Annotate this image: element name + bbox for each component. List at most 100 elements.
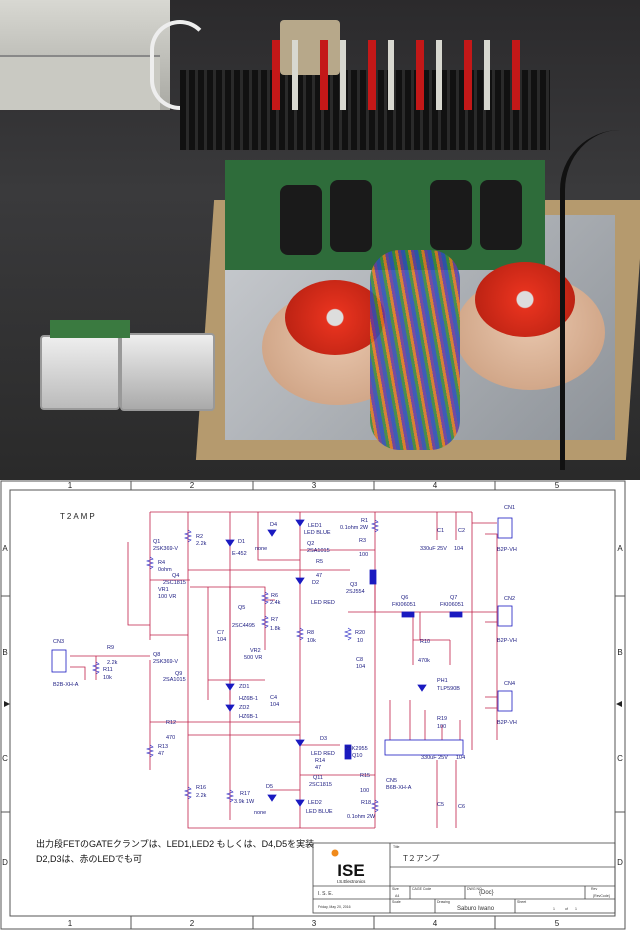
component-value: E-452 [232,551,247,557]
row-label: D [2,858,8,867]
binding-posts [250,40,520,110]
column-label: 2 [190,481,195,490]
component-ref: D5 [266,784,273,790]
design-note: D2,D3は、赤のLEDでも可 [36,854,142,864]
component-value: 104 [217,637,226,643]
component-value: 2SK2955 [345,746,368,752]
component-ref: Q1 [153,539,160,545]
component-value: 2SC1815 [309,782,332,788]
component-value: 2.4k [270,600,281,606]
component-value: 47 [316,573,322,579]
component-value: 2SJ554 [346,589,365,595]
component-value: 47 [158,751,164,757]
row-label: B [2,648,7,657]
inner-frame [9,489,616,917]
component-value: 10k [307,638,316,644]
component-value: 330uF 25V [420,546,447,552]
component-value: LED BLUE [304,530,331,536]
component-ref: C6 [458,804,465,810]
component-value: B2P-VH [497,547,517,553]
component-value: 0.1ohm 2W [347,814,376,820]
sheet-size: A4 [395,894,399,898]
component-ref: VR2 [250,648,261,654]
component-ref: C4 [270,695,277,701]
component-ref: R2 [196,534,203,540]
outer-frame [0,480,626,930]
component-ref: R17 [240,791,250,797]
component-ref: CN5 [386,778,397,784]
component-ref: R14 [315,758,325,764]
component-ref: Q2 [307,541,314,547]
panel-meter-left [40,335,120,410]
ise-logo-subtitle: I.S.Electronics [337,879,367,884]
component-ref: Q10 [352,753,362,759]
schematic-drawing: 1 2 3 4 5 1 2 3 4 5 A B C D A B C D T2AM… [0,480,626,930]
component-ref: R5 [316,559,323,565]
component-value: LED BLUE [306,809,333,815]
component-ref: Q3 [350,582,357,588]
component-value: 2SA1015 [163,677,186,683]
column-label: 4 [433,919,438,928]
column-labels: 1 2 3 4 5 1 2 3 4 5 A B C D A B C D [2,481,623,928]
schematic-heading: T2AMP [60,512,97,521]
component-ref: Q5 [238,605,245,611]
sheet-of-label: of [565,907,568,911]
rev-label: Rev [591,887,597,891]
capacitor [280,185,322,255]
ise-logo: ISE [337,861,364,880]
component-value: 2SA1015 [307,548,330,554]
design-note: 出力段FETのGATEクランプは、LED1,LED2 もしくは、D4,D5を実装 [36,838,314,849]
drawing-date: Friday, May 20, 2016 [318,905,351,909]
component-value: FKI06051 [392,602,416,608]
component-value: 500 VR [244,655,262,661]
component-ref: Q7 [450,595,457,601]
capacitor [430,180,472,250]
revision-code: {RevCode} [593,894,611,898]
component-ref: Q9 [175,671,182,677]
component-value: 104 [270,702,279,708]
meter-pcb [50,320,130,338]
component-ref: R19 [437,716,447,722]
component-ref: CN2 [504,596,515,602]
component-value: 104 [356,664,365,670]
component-value: HZ6B-1 [239,714,258,720]
component-value: 104 [456,755,465,761]
component-value: none [255,546,267,552]
component-ref: R15 [360,773,370,779]
sheet-number: 1 [553,907,555,911]
component-ref: R8 [307,630,314,636]
component-value: 100 [437,724,446,730]
component-value: 47 [315,765,321,771]
row-label: B [617,648,622,657]
instrument-panel [0,55,160,110]
component-value: none [254,810,266,816]
column-label: 5 [555,481,560,490]
resistor-symbols [92,519,379,813]
component-value: LED RED [311,751,335,757]
component-value: 2.2k [196,793,207,799]
component-value: B2B-XH-A [53,682,79,688]
column-label: 5 [555,919,560,928]
component-ref: R13 [158,744,168,750]
component-value: 100 [359,552,368,558]
component-ref: R3 [359,538,366,544]
component-value: LED RED [311,600,335,606]
component-ref: VR1 [158,587,169,593]
component-ref: CN3 [53,639,64,645]
ise-logo-dot [331,849,339,857]
toroid-cap-left [285,280,385,355]
component-value: 100 VR [158,594,176,600]
cage-label: CAGE Code [412,887,431,891]
component-ref: C2 [458,528,465,534]
component-value: HZ6B-1 [239,696,258,702]
component-ref: CN1 [504,505,515,511]
component-value: 330uF 25V [421,755,448,761]
component-ref: R7 [271,617,278,623]
dwg-label: DWG NO [467,887,482,891]
component-ref: Q11 [313,775,323,781]
component-value: 104 [454,546,463,552]
component-value: 2SC4495 [232,623,255,629]
component-ref: D2 [312,580,319,586]
component-value: B6B-XH-A [386,785,412,791]
